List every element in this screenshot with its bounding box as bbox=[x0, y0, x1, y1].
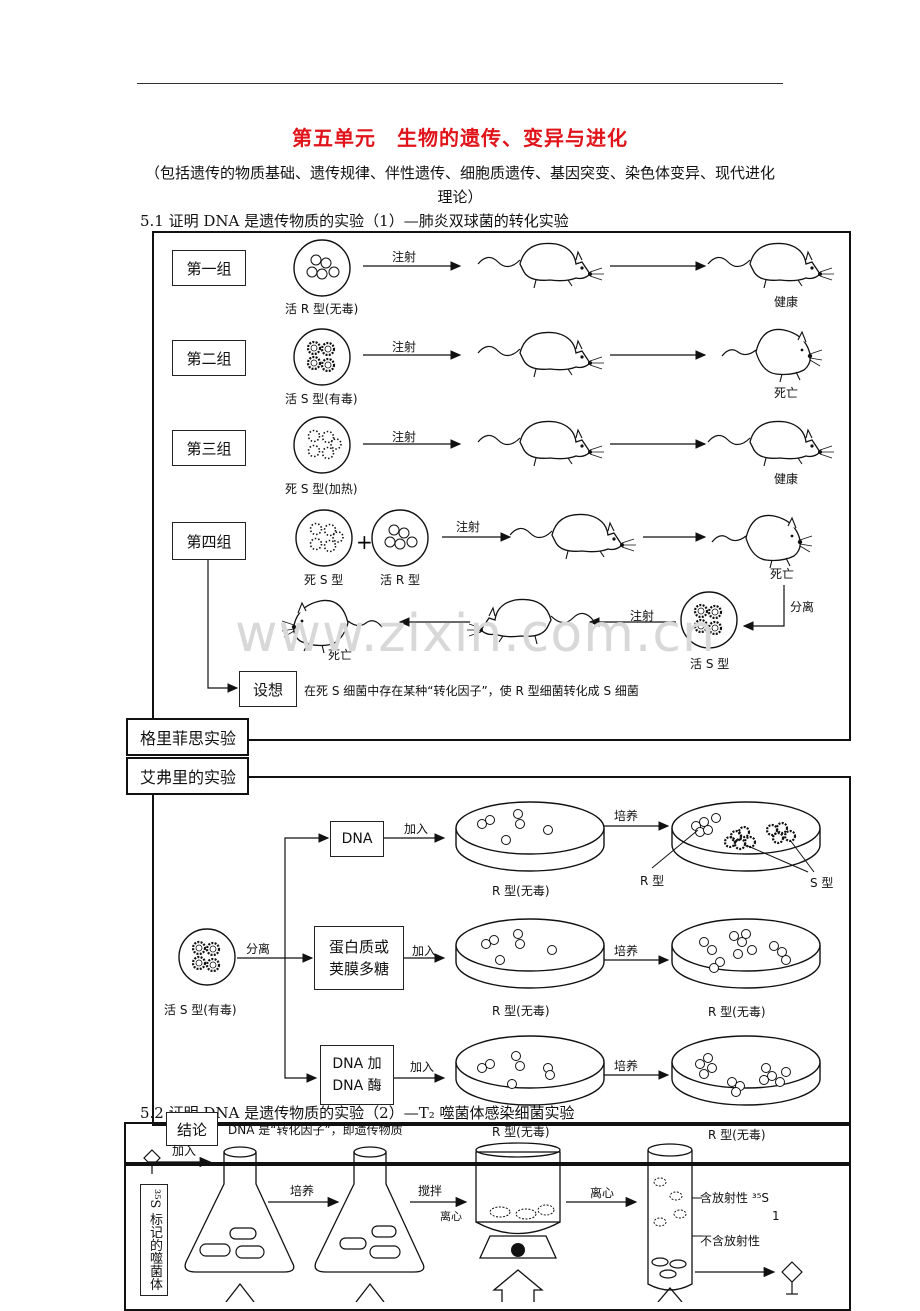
row-2-plate: R 型(无毒) bbox=[492, 1004, 550, 1018]
group-3-action: 注射 bbox=[392, 430, 417, 444]
group-3-result: 健康 bbox=[774, 472, 799, 486]
component-dnase-line1: DNA 加 bbox=[332, 1056, 382, 1072]
svg-text:+: + bbox=[356, 530, 373, 554]
component-dnase-line2: DNA 酶 bbox=[332, 1078, 382, 1094]
group-4-inject: 注射 bbox=[630, 609, 655, 623]
page-number: 1 bbox=[772, 1209, 780, 1223]
avery-source: 活 S 型(有毒) bbox=[164, 1003, 237, 1017]
hypothesis-label: 设想 bbox=[239, 671, 297, 707]
avery-separate: 分离 bbox=[246, 942, 271, 956]
griffith-tab: 格里菲思实验 bbox=[126, 718, 249, 756]
conclusion-text: DNA 是“转化因子”，即遗传物质 bbox=[228, 1123, 403, 1137]
hypothesis-text: 在死 S 细菌中存在某种“转化因子”，使 R 型细菌转化成 S 细菌 bbox=[304, 684, 639, 698]
group-4-action: 注射 bbox=[456, 520, 481, 534]
row-1-plate: R 型(无毒) bbox=[492, 884, 550, 898]
avery-frame bbox=[152, 776, 851, 1126]
group-3-label: 第三组 bbox=[172, 430, 246, 466]
row-1-culture: 培养 bbox=[614, 809, 639, 823]
row-1-add: 加入 bbox=[404, 822, 429, 836]
phage-culture: 培养 bbox=[290, 1184, 315, 1198]
avery-tab: 艾弗里的实验 bbox=[126, 757, 249, 795]
row-3-plate: R 型(无毒) bbox=[492, 1125, 550, 1139]
page-subtitle: （包括遗传的物质基础、遗传规律、伴性遗传、细胞质遗传、基因突变、染色体变异、现代… bbox=[144, 164, 775, 206]
group-4-bacteria-a: 死 S 型 bbox=[304, 573, 344, 587]
row-3-culture: 培养 bbox=[614, 1059, 639, 1073]
group-2-action: 注射 bbox=[392, 340, 417, 354]
phage-side-label: ³⁵S 标记的噬菌体 bbox=[140, 1184, 168, 1296]
group-1-result: 健康 bbox=[774, 295, 799, 309]
component-protein-line1: 蛋白质或 bbox=[328, 938, 389, 956]
group-4-separate: 分离 bbox=[790, 600, 815, 614]
group-4-bacteria-b: 活 R 型 bbox=[380, 573, 420, 587]
phage-add: 加入 bbox=[172, 1144, 197, 1158]
row-3-result: R 型(无毒) bbox=[708, 1128, 766, 1142]
component-protein: 蛋白质或 荚膜多糖 bbox=[314, 926, 404, 990]
group-2-result: 死亡 bbox=[774, 386, 799, 400]
phage-centrifuge-small: 离心 bbox=[440, 1210, 462, 1223]
group-1-label: 第一组 bbox=[172, 250, 246, 286]
watermark: www.zixin.com.cn bbox=[235, 604, 716, 664]
phage-non-radioactive: 不含放射性 bbox=[700, 1234, 761, 1248]
group-1-bacteria: 活 R 型(无毒) bbox=[285, 302, 359, 316]
row-3-add: 加入 bbox=[410, 1060, 435, 1074]
group-4-recovered: 活 S 型 bbox=[690, 657, 730, 671]
row-1-result-r: R 型 bbox=[640, 874, 665, 888]
component-protein-line2: 荚膜多糖 bbox=[328, 960, 389, 978]
page-title: 第五单元 生物的遗传、变异与进化 bbox=[292, 126, 628, 150]
section-2-heading: 5.2 证明 DNA 是遗传物质的实验（2）—T₂ 噬菌体感染细菌实验 bbox=[140, 1104, 575, 1122]
group-3-bacteria: 死 S 型(加热) bbox=[285, 482, 358, 496]
conclusion-frame bbox=[124, 1122, 851, 1166]
component-dna: DNA bbox=[330, 821, 384, 857]
section-1-heading: 5.1 证明 DNA 是遗传物质的实验（1）—肺炎双球菌的转化实验 bbox=[140, 212, 569, 230]
group-2-bacteria: 活 S 型(有毒) bbox=[285, 392, 358, 406]
group-4-result: 死亡 bbox=[770, 567, 795, 581]
phage-radioactive: 含放射性 ³⁵S bbox=[700, 1191, 770, 1205]
group-2-label: 第二组 bbox=[172, 340, 246, 376]
group-4-label: 第四组 bbox=[172, 522, 246, 560]
phage-centrifuge: 离心 bbox=[590, 1186, 615, 1200]
row-2-add: 加入 bbox=[412, 944, 437, 958]
component-dna-dnase: DNA 加 DNA 酶 bbox=[320, 1045, 394, 1105]
phage-stir: 搅拌 bbox=[418, 1184, 443, 1198]
conclusion-label: 结论 bbox=[166, 1112, 218, 1146]
row-2-result: R 型(无毒) bbox=[708, 1005, 766, 1019]
row-2-culture: 培养 bbox=[614, 944, 639, 958]
header-rule bbox=[137, 83, 783, 84]
group-4-final-result: 死亡 bbox=[328, 648, 353, 662]
griffith-frame bbox=[152, 231, 851, 741]
group-1-action: 注射 bbox=[392, 250, 417, 264]
row-1-result-s: S 型 bbox=[810, 876, 834, 890]
